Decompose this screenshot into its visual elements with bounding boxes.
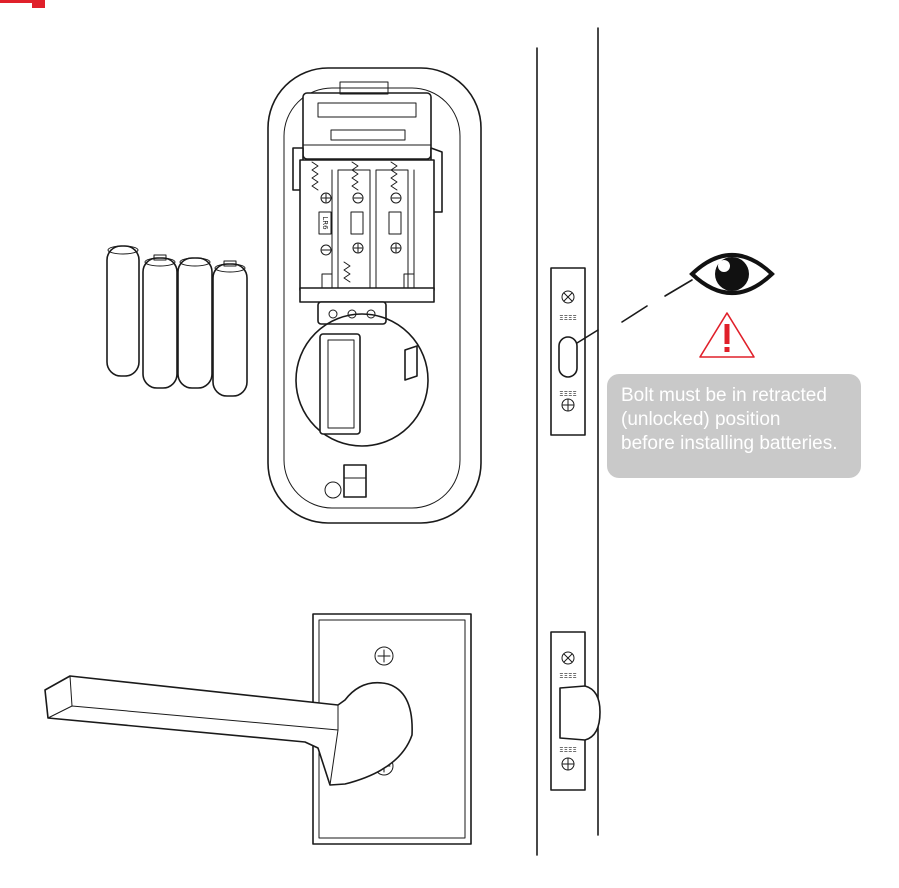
- battery-label: LR6: [321, 216, 329, 230]
- lock-body: LR6: [267, 67, 482, 524]
- sight-line: [576, 279, 693, 344]
- screw-icon: [561, 290, 575, 304]
- note-line: Bolt must be in retracted: [621, 385, 827, 406]
- svg-text:ΞΞΞΞ: ΞΞΞΞ: [559, 314, 577, 322]
- battery-icon: [177, 257, 213, 389]
- warning-triangle-icon: [699, 312, 755, 358]
- battery-label-marks: LR6: [318, 211, 402, 235]
- batteries: [106, 245, 248, 397]
- svg-text:ΞΞΞΞ: ΞΞΞΞ: [559, 390, 577, 398]
- screw-icon: [561, 757, 575, 771]
- battery-icon: [212, 260, 248, 397]
- lever-handle: [44, 613, 472, 845]
- note-line: before installing batteries.: [621, 433, 838, 454]
- polarity-marks: [320, 192, 402, 256]
- lower-strike-plate: ΞΞΞΞ ΞΞΞΞ: [550, 631, 601, 791]
- battery-icon: [142, 254, 178, 389]
- battery-slot-springs: [311, 161, 398, 283]
- screw-icon: [374, 646, 394, 666]
- screw-icon: [561, 398, 575, 412]
- eye-icon: [689, 253, 775, 295]
- upper-strike-plate: ΞΞΞΞ ΞΞΞΞ: [550, 267, 586, 436]
- warning-note: Bolt must be in retracted (unlocked) pos…: [607, 374, 861, 478]
- note-line: (unlocked) position: [621, 409, 781, 430]
- svg-text:ΞΞΞΞ: ΞΞΞΞ: [559, 672, 577, 680]
- svg-text:ΞΞΞΞ: ΞΞΞΞ: [559, 746, 577, 754]
- screw-icon: [561, 651, 575, 665]
- corner-marker: [0, 0, 45, 8]
- battery-icon: [106, 245, 140, 377]
